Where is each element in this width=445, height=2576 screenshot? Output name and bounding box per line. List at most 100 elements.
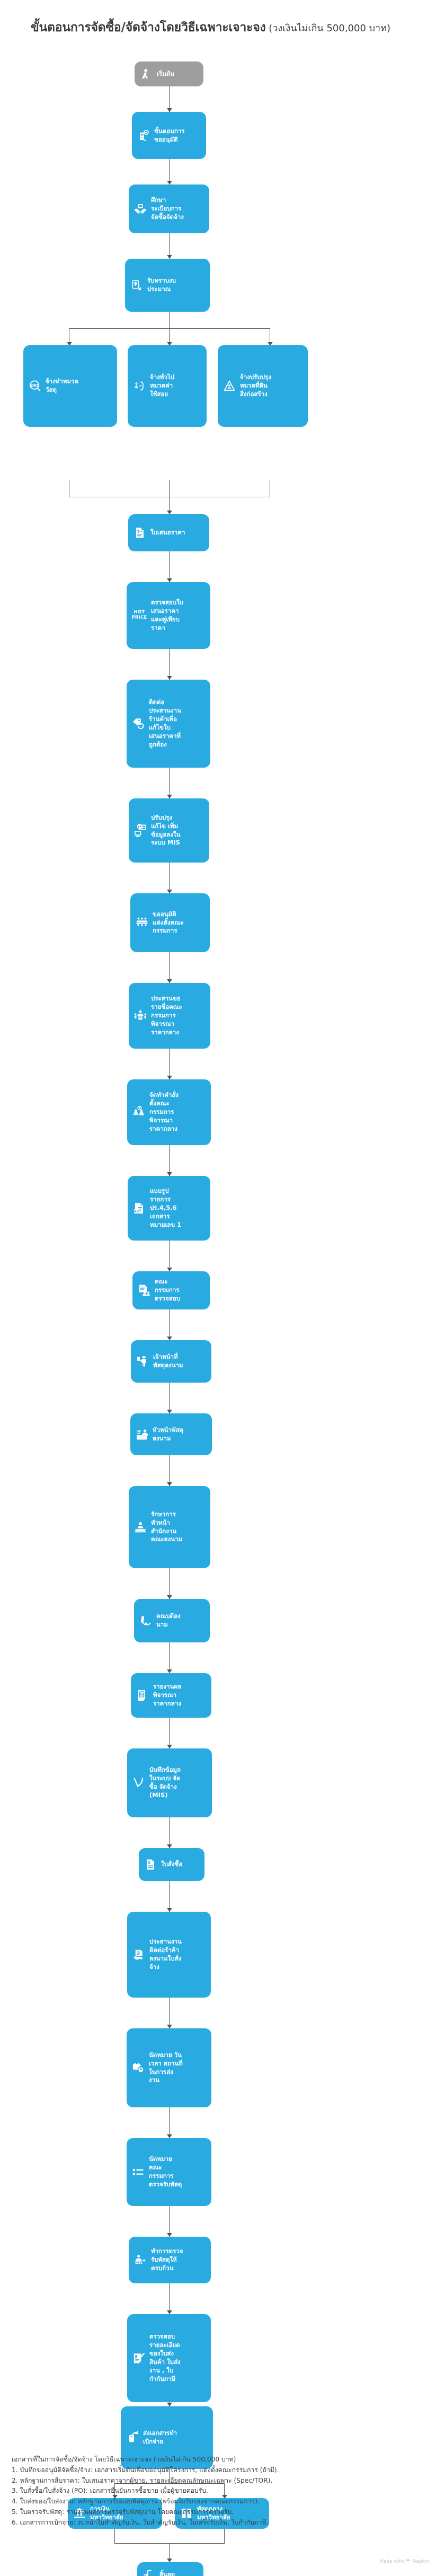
leaf-check-icon — [132, 1776, 146, 1790]
node-budget[interactable]: รับทราบงบ ประมาณ — [125, 259, 210, 312]
arrow-appoint-receive-cmte — [167, 2134, 172, 2138]
node-request-names[interactable]: ประสานขอ รายชื่อคณะ กรรมการ พิจารณา ราคา… — [129, 983, 210, 1049]
price-document-icon: $ — [133, 526, 147, 540]
node-do-receive-label: ทำการตรวจ รับพัสดุให้ ครบถ้วน — [151, 2247, 183, 2272]
node-do-receive[interactable]: ทำการตรวจ รับพัสดุให้ ครบถ้วน — [129, 2237, 211, 2283]
calendar-clock-icon — [131, 2061, 145, 2075]
node-contact-shop-label: ติดต่อ ประสานงาน ร้านค้าเพื่อ แก้ไขใบ เส… — [149, 698, 181, 748]
node-cmte-check-label: คณะ กรรมการ ตรวจสอบ — [155, 1278, 181, 1302]
connector-appoint-request — [169, 952, 170, 983]
footer-line-4: 4. ใบส่งของ/ใบส่งงาน: หลักฐานการรับมอบพั… — [12, 2498, 260, 2505]
officer-icon — [136, 1355, 149, 1368]
connector-report-record — [169, 1718, 170, 1748]
head-officer-icon — [135, 1428, 149, 1441]
node-appointment[interactable]: นัดหมาย วัน เวลา สถานที่ ในการส่ง งาน — [127, 2028, 211, 2107]
exit-flow-icon — [142, 2568, 156, 2576]
connector-cmtecheck-officer — [169, 1309, 170, 1340]
node-end[interactable]: สิ้นสุด — [137, 2562, 203, 2576]
connector-drawings-cmtecheck — [169, 1241, 170, 1271]
node-officer-sign[interactable]: เจ้าหน้าที่ พัสดุลงนาม — [131, 1340, 211, 1383]
footer-line-0: เอกสารที่ในการจัดซื้อ/จัดจ้าง โดยวิธีเฉพ… — [12, 2456, 236, 2463]
watermark-brand: Napkin — [412, 2559, 429, 2564]
node-appoint-cmte[interactable]: ขออนุมัติ แต่งตั้งคณะ กรรมการ — [130, 893, 210, 952]
node-dean-sign[interactable]: คณบดีลง นาม — [134, 1599, 210, 1642]
node-check-quote[interactable]: HOT PRICE ตรวจสอบใบ เสนอราคา และคู่เทียบ… — [127, 582, 210, 649]
node-order-cmte[interactable]: จัดทำคำสั่ง ตั้งคณะ กรรมการ พิจารณา ราคา… — [127, 1079, 211, 1145]
node-approval[interactable]: ขั้นตอนการ ขออนุมัติ — [132, 112, 206, 159]
connector-send-down — [169, 2469, 170, 2484]
construction-icon — [222, 379, 236, 393]
node-update-mis[interactable]: ปรับปรุง แก้ไข เพิ่ม ข้อมูลลงใน ระบบ MIS — [129, 798, 209, 863]
report-scroll-icon: Rx — [136, 1689, 149, 1702]
node-study-label: ศึกษา ระเบียบการ จัดซื้อจัดจ้าง — [151, 196, 184, 221]
node-study[interactable]: ศึกษา ระเบียบการ จัดซื้อจัดจ้าง — [129, 184, 209, 233]
arrow-end — [167, 2559, 172, 2562]
connector-cmte-receive — [169, 2206, 170, 2237]
node-branch-material[interactable]: JOBS จ้างทำหมวด วัสดุ — [23, 345, 117, 427]
person-start-icon — [139, 67, 153, 81]
napkin-logo-icon — [405, 2559, 411, 2565]
connector-record-po — [169, 1817, 170, 1848]
node-coordinate-sign[interactable]: ประสานงาน ติดต่อร้าค้า ลงนามใบสั่ง จ้าง — [127, 1912, 211, 1998]
bank-icon — [73, 2507, 86, 2520]
footer-line-3: 3. ใบสั่งซื้อ/ใบสั่งจ้าง (PO): เอกสารยืน… — [12, 2487, 208, 2495]
node-finance-label: การเงิน มหาวิทยาลัย — [90, 2505, 123, 2521]
node-quotation[interactable]: $ ใบเสนอราคา — [128, 514, 209, 551]
inspector-icon — [134, 2253, 147, 2267]
node-officer-sign-label: เจ้าหน้าที่ พัสดุลงนาม — [153, 1353, 183, 1369]
document-verify-icon — [132, 2351, 146, 2365]
svg-text:JOBS: JOBS — [29, 383, 39, 388]
node-cmte-check[interactable]: คณะ กรรมการ ตรวจสอบ — [132, 1271, 210, 1309]
node-branch-land[interactable]: จ้างปรับปรุง หมวดที่ดิน สิ่งก่อสร้าง — [218, 345, 308, 427]
node-appoint-receive-cmte[interactable]: นัดหมาย คณะ กรรมการ ตรวจรับพัสดุ — [127, 2138, 211, 2206]
arrow-branch-left — [67, 342, 72, 346]
svg-text:$: $ — [148, 1860, 150, 1865]
page-title: ขั้นตอนการจัดซื้อ/จัดจ้างโดยวิธีเฉพาะเจา… — [31, 20, 423, 36]
node-report-price[interactable]: Rx รายงานผล พิจารณา ราคากลาง — [131, 1673, 211, 1718]
arrow-central-supply — [222, 2495, 227, 2499]
node-central-supply[interactable]: พัสดุกลาง มหาวิทยาลัย — [175, 2498, 269, 2529]
node-record-mis-label: บันทึกข้อมูล ในระบบ จัด ซื้อ จัดจ้าง (MI… — [149, 1766, 181, 1799]
node-drawings[interactable]: A5 แบบรูป รายการ ปร.4,5,6 เอกสาร หมายเลข… — [128, 1176, 210, 1241]
purchase-order-icon: $ — [144, 1858, 157, 1871]
book-open-icon — [134, 202, 147, 216]
arrow-acting-head — [167, 1482, 172, 1486]
connector-budget-down — [169, 312, 170, 329]
connector-request-order — [169, 1049, 170, 1079]
arrow-appoint-cmte — [167, 890, 172, 893]
node-appointment-label: นัดหมาย วัน เวลา สถานที่ ในการส่ง งาน — [149, 2051, 183, 2084]
node-verify-docs[interactable]: ตรวจสอบ รายละเอียด ของใบส่ง สินค้า ใบส่ง… — [127, 2314, 211, 2402]
arrow-budget — [167, 255, 172, 259]
node-quotation-label: ใบเสนอราคา — [150, 529, 185, 537]
scale-balance-icon — [132, 379, 146, 393]
committee-table-icon — [135, 916, 149, 930]
send-document-icon — [126, 2431, 139, 2445]
node-purchase-order[interactable]: $ ใบสั่งซื้อ — [139, 1848, 204, 1881]
arrow-appointment — [167, 2025, 172, 2028]
arrow-head-sign — [167, 1410, 172, 1413]
connector-dean-report — [169, 1642, 170, 1673]
node-head-sign[interactable]: หัวหน้าพัสดุ ลงนาม — [130, 1413, 212, 1455]
node-finance[interactable]: การเงิน มหาวิทยาลัย — [68, 2498, 162, 2529]
node-send-docs[interactable]: ส่งเอกสารทำ เบิกจ่าย — [121, 2406, 213, 2469]
node-dean-sign-label: คณบดีลง นาม — [156, 1612, 181, 1628]
connector-quotation-check — [169, 551, 170, 582]
watermark: Made with Napkin — [379, 2559, 429, 2565]
arrow-approval — [167, 108, 172, 112]
node-acting-head[interactable]: รักษาการ หัวหน้า สำนักงาน คณะลงนาม — [129, 1486, 210, 1568]
jobs-search-icon: JOBS — [28, 379, 42, 393]
person-desk-icon — [134, 1520, 147, 1534]
arrow-verify-docs — [167, 2310, 172, 2314]
node-branch-general[interactable]: จ้างทั่วไป หมวดค่า ใช้สอย — [128, 345, 207, 427]
node-contact-shop[interactable]: ติดต่อ ประสานงาน ร้านค้าเพื่อ แก้ไขใบ เส… — [127, 680, 210, 768]
arrow-check-quote — [167, 578, 172, 582]
arrow-do-receive — [167, 2233, 172, 2237]
connector-head-acting — [169, 1455, 170, 1486]
node-record-mis[interactable]: บันทึกข้อมูล ในระบบ จัด ซื้อ จัดจ้าง (MI… — [127, 1748, 212, 1817]
node-request-names-label: ประสานขอ รายชื่อคณะ กรรมการ พิจารณา ราคา… — [151, 995, 182, 1036]
node-order-cmte-label: จัดทำคำสั่ง ตั้งคณะ กรรมการ พิจารณา ราคา… — [149, 1091, 179, 1132]
node-start[interactable]: เริ่มต้น — [135, 61, 203, 86]
arrow-quotation — [167, 511, 172, 514]
connector-final-right-up — [224, 2529, 225, 2544]
node-central-supply-label: พัสดุกลาง มหาวิทยาลัย — [197, 2505, 230, 2521]
